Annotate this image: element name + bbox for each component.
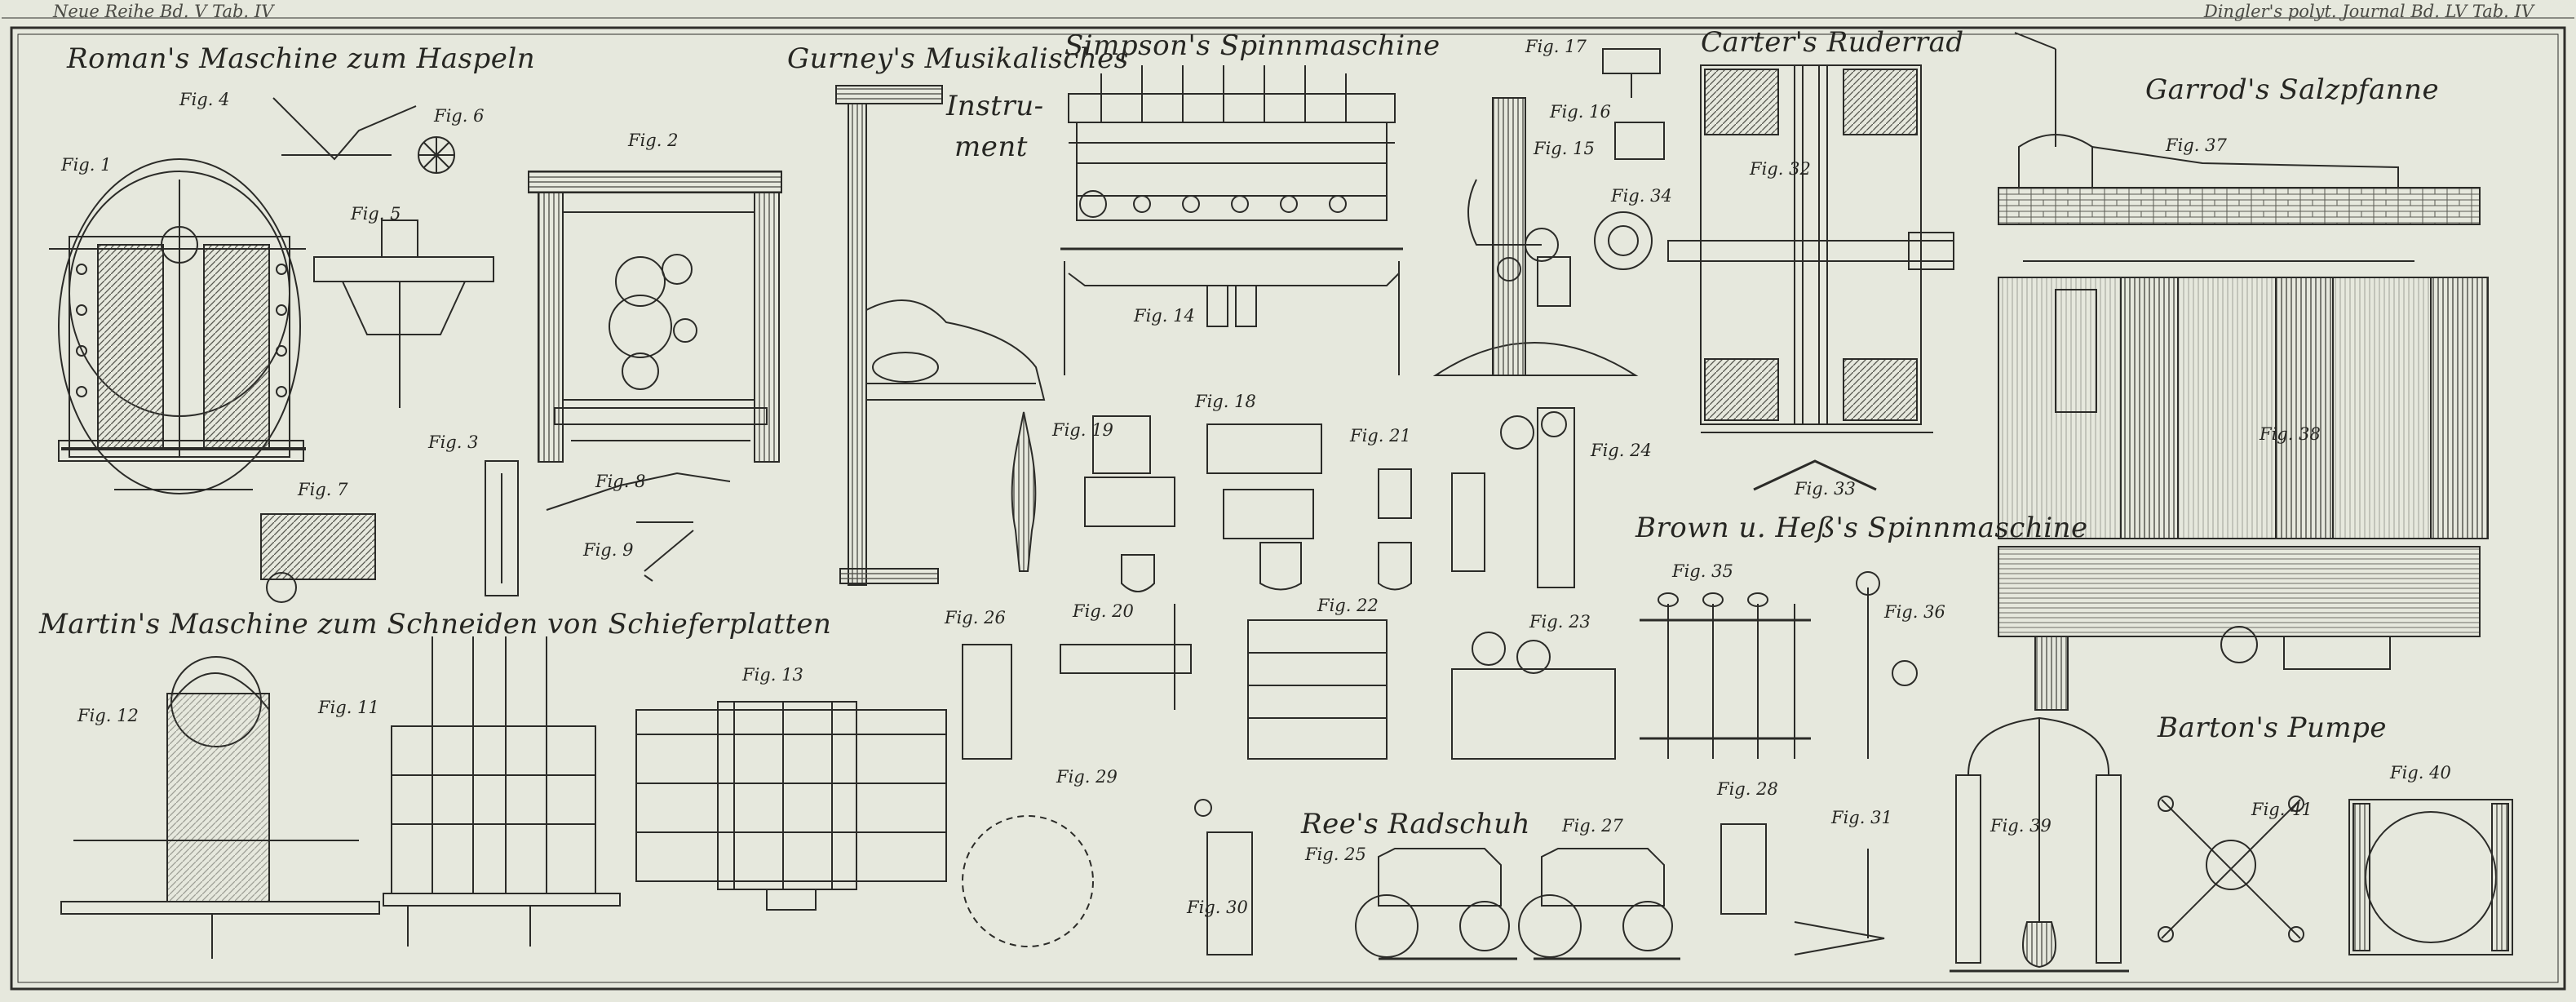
fig-label-27: Fig. 27 bbox=[1562, 816, 1623, 836]
fig-label-4: Fig. 4 bbox=[179, 90, 230, 109]
caption-brown-hess: Brown u. Heß's Spinnmaschine bbox=[1635, 512, 2088, 544]
plate-border bbox=[2, 17, 2574, 991]
fig13-machine-drawing bbox=[635, 701, 947, 911]
fig-label-14: Fig. 14 bbox=[1134, 306, 1195, 326]
fig-label-35: Fig. 35 bbox=[1672, 561, 1733, 581]
barton-pump-drawing bbox=[1950, 716, 2513, 973]
fig-label-11: Fig. 11 bbox=[318, 698, 379, 717]
fig-label-15: Fig. 15 bbox=[1534, 139, 1595, 158]
fig-label-1: Fig. 1 bbox=[61, 155, 112, 175]
fig3-9-parts-drawing bbox=[260, 460, 731, 603]
fig-label-13: Fig. 13 bbox=[742, 665, 803, 685]
fig-label-30: Fig. 30 bbox=[1187, 898, 1248, 917]
fig-label-41: Fig. 41 bbox=[2251, 800, 2313, 819]
plate-header-right: Dingler's polyt. Journal Bd. LV Tab. IV bbox=[2203, 2, 2534, 21]
fig-label-2: Fig. 2 bbox=[628, 131, 679, 150]
fig-label-39: Fig. 39 bbox=[1990, 816, 2052, 836]
fig-label-8: Fig. 8 bbox=[595, 472, 646, 491]
fig-label-24: Fig. 24 bbox=[1591, 441, 1652, 460]
middle-small-figures-drawing bbox=[962, 407, 1885, 955]
ree-carriages-drawing bbox=[1355, 848, 1680, 960]
caption-gurney-line3: ment bbox=[954, 131, 1028, 163]
fig-label-20: Fig. 20 bbox=[1073, 601, 1134, 621]
fig-label-19: Fig. 19 bbox=[1052, 420, 1113, 440]
fig-label-12: Fig. 12 bbox=[77, 706, 139, 725]
caption-barton: Barton's Pumpe bbox=[2158, 712, 2388, 744]
caption-garrod: Garrod's Salzpfanne bbox=[2145, 73, 2440, 106]
fig-label-6: Fig. 6 bbox=[434, 106, 485, 126]
fig-label-31: Fig. 31 bbox=[1831, 808, 1892, 827]
caption-ree: Ree's Radschuh bbox=[1301, 808, 1531, 840]
gurney-instrument-drawing bbox=[835, 85, 1046, 586]
fig-label-34: Fig. 34 bbox=[1611, 186, 1672, 206]
fig-label-3: Fig. 3 bbox=[428, 432, 479, 452]
fig-label-21: Fig. 21 bbox=[1350, 426, 1411, 446]
fig-label-9: Fig. 9 bbox=[583, 540, 634, 560]
caption-carter: Carter's Ruderrad bbox=[1701, 26, 1964, 59]
caption-simpson: Simpson's Spinnmaschine bbox=[1064, 29, 1441, 62]
fig15-17-34-machine-drawing bbox=[1432, 48, 1665, 376]
fig-label-38: Fig. 38 bbox=[2260, 424, 2321, 444]
fig-label-40: Fig. 40 bbox=[2390, 763, 2451, 783]
fig-label-5: Fig. 5 bbox=[351, 204, 401, 224]
caption-roman: Roman's Maschine zum Haspeln bbox=[67, 42, 536, 75]
fig2-frame-drawing bbox=[528, 171, 782, 463]
caption-martin: Martin's Maschine zum Schneiden von Schi… bbox=[39, 608, 832, 641]
fig-label-28: Fig. 28 bbox=[1717, 779, 1778, 799]
fig-label-37: Fig. 37 bbox=[2166, 135, 2227, 155]
fig-label-22: Fig. 22 bbox=[1317, 596, 1379, 615]
fig-label-32: Fig. 32 bbox=[1750, 159, 1811, 179]
brown-hess-spinning-drawing bbox=[1640, 571, 1918, 759]
carter-paddle-wheel-drawing bbox=[1667, 64, 1954, 491]
garrod-salt-pan-drawing bbox=[1998, 32, 2489, 711]
martin-slate-machine-drawing bbox=[60, 636, 621, 959]
simpson-spinning-machine-drawing bbox=[1060, 65, 1403, 375]
fig-label-16: Fig. 16 bbox=[1550, 102, 1611, 122]
fig-label-25: Fig. 25 bbox=[1305, 845, 1366, 864]
fig-label-36: Fig. 36 bbox=[1884, 602, 1945, 622]
caption-gurney-line2: Instru- bbox=[946, 90, 1044, 122]
roman-parts-fig4-6-drawing bbox=[272, 97, 494, 408]
fig-label-33: Fig. 33 bbox=[1795, 479, 1856, 499]
fig-label-23: Fig. 23 bbox=[1529, 612, 1591, 632]
fig-label-18: Fig. 18 bbox=[1195, 392, 1256, 411]
fig-label-26: Fig. 26 bbox=[945, 608, 1006, 627]
plate-header-left: Neue Reihe Bd. V Tab. IV bbox=[53, 2, 274, 21]
caption-gurney-line1: Gurney's Musikalisches bbox=[787, 42, 1129, 75]
fig-label-29: Fig. 29 bbox=[1056, 767, 1118, 787]
fig-label-17: Fig. 17 bbox=[1525, 37, 1587, 56]
roman-reel-fig1-drawing bbox=[49, 158, 306, 494]
fig-label-7: Fig. 7 bbox=[298, 480, 348, 499]
